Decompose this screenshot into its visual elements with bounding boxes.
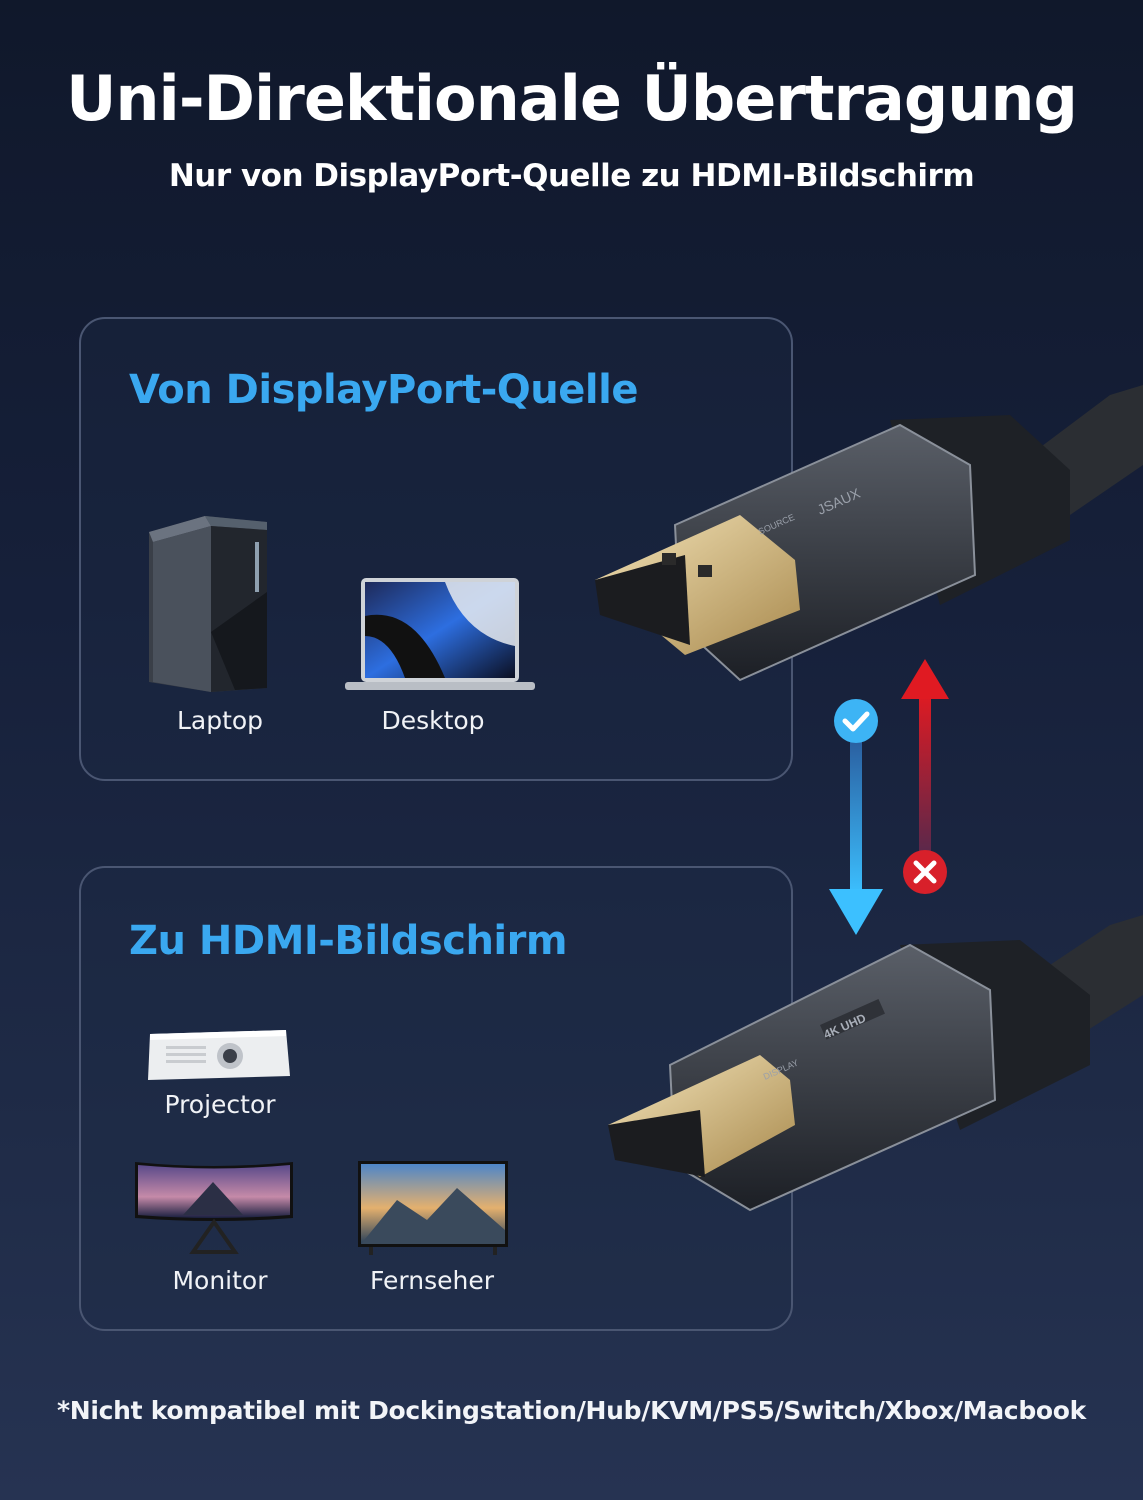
hdmi-connector: 4K UHD DISPLAY (608, 915, 1143, 1212)
device-label-tv: Fernseher (370, 1266, 494, 1295)
allowed-arrow (829, 740, 883, 935)
check-icon (834, 699, 878, 743)
compatibility-note: *Nicht kompatibel mit Dockingstation/Hub… (56, 1396, 1086, 1425)
direction-arrows (829, 659, 949, 935)
blocked-arrow (901, 659, 949, 873)
laptop-icon (345, 578, 535, 690)
page-title: Uni-Direktionale Übertragung (66, 62, 1078, 135)
device-label-desktop: Desktop (381, 706, 485, 735)
tv-icon (358, 1161, 508, 1255)
pc-tower-icon (149, 516, 267, 692)
page-subtitle: Nur von DisplayPort-Quelle zu HDMI-Bilds… (168, 158, 975, 194)
projector-icon (148, 1030, 290, 1080)
device-label-laptop: Laptop (176, 706, 264, 735)
display-heading: Zu HDMI-Bildschirm (129, 918, 568, 964)
monitor-icon (135, 1162, 293, 1254)
x-icon (903, 850, 947, 894)
device-label-projector: Projector (164, 1090, 276, 1119)
device-label-monitor: Monitor (172, 1266, 268, 1295)
displayport-connector: JSAUX SOURCE (595, 385, 1143, 682)
source-heading: Von DisplayPort-Quelle (129, 367, 638, 413)
